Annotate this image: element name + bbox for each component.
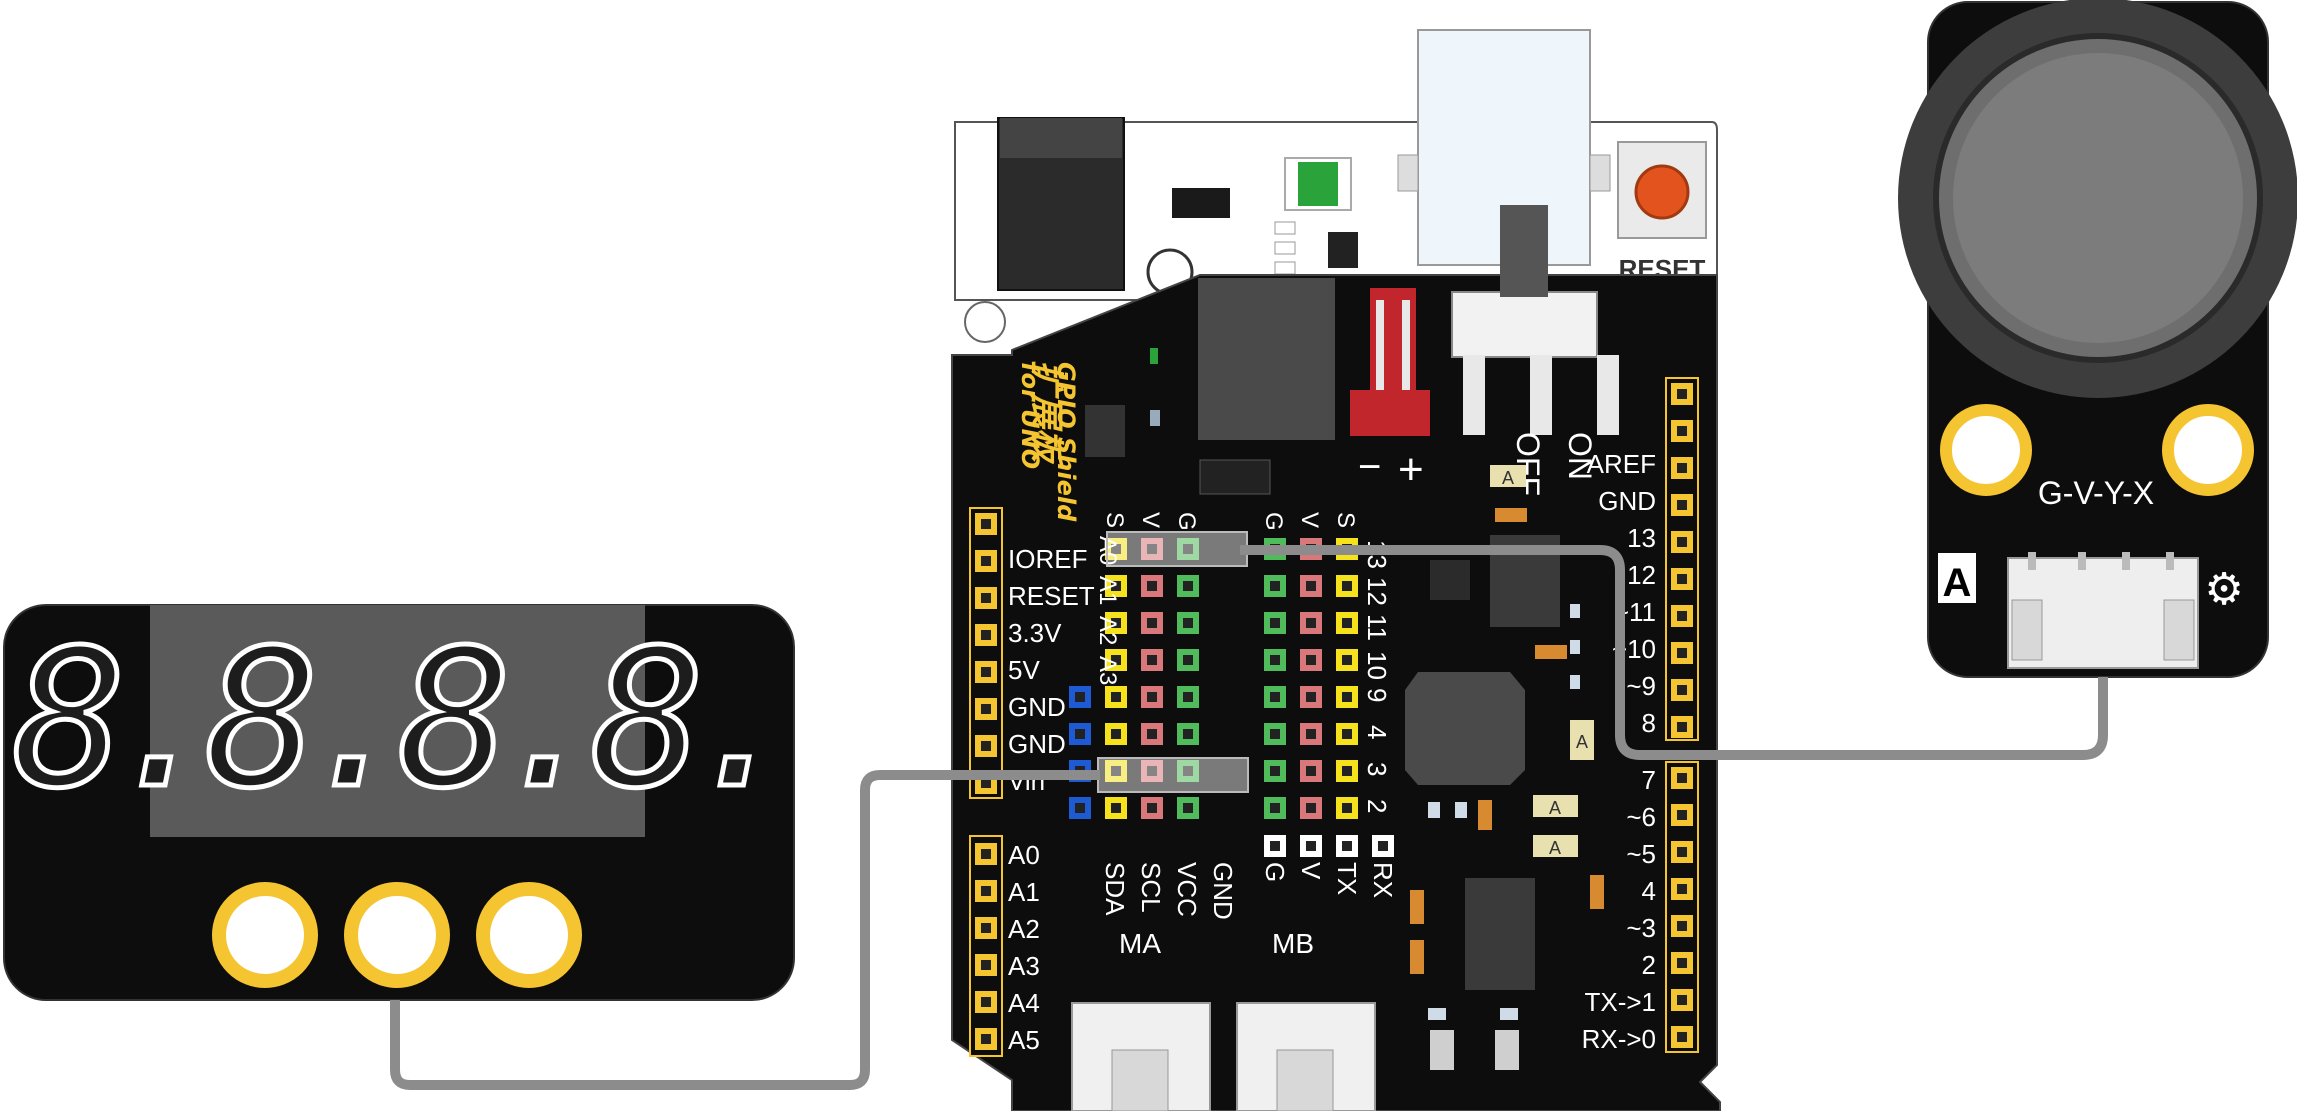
grid-right-label: 2 xyxy=(1362,799,1392,813)
brand-en-1: GPIO Shield xyxy=(1052,362,1080,522)
digital-header-label: RX->0 xyxy=(1582,1024,1656,1054)
digital-header-label: ~6 xyxy=(1626,802,1656,832)
grid-right-label: 11 xyxy=(1362,614,1392,641)
analog-header xyxy=(969,835,1003,1057)
motor-driver-ic xyxy=(1465,878,1535,990)
digital-header-label: ~5 xyxy=(1626,839,1656,869)
joystick-module: G-V-Y-X A ⚙ xyxy=(1898,0,2297,678)
joystick-pin-label: G-V-Y-X xyxy=(2038,475,2154,511)
joystick-hole-left xyxy=(1940,404,2032,496)
grid-top-label: V xyxy=(1296,512,1323,528)
digital-header-label: ~9 xyxy=(1626,671,1656,701)
terminal-minus: − xyxy=(1358,445,1381,489)
grid-bottom-label: VCC xyxy=(1172,862,1202,917)
svg-text:A: A xyxy=(1576,732,1588,752)
grid-left-label: A3 xyxy=(1094,656,1121,685)
wire-display-to-shield xyxy=(390,770,1100,1090)
grid-right-label: 10 xyxy=(1362,651,1392,680)
power-header-label: 5V xyxy=(1008,655,1040,685)
grid-top-label: S xyxy=(1101,512,1128,528)
grid-bottom-label: G xyxy=(1260,862,1290,882)
power-header-label: RESET xyxy=(1008,581,1095,611)
grid-top-label: G xyxy=(1260,512,1287,531)
analog-header-label: A1 xyxy=(1008,877,1040,907)
grid-bottom-label: SDA xyxy=(1100,862,1130,916)
motor-a-label: MA xyxy=(1119,928,1161,959)
mount-hole-1 xyxy=(212,882,318,988)
grid-bottom-label: SCL xyxy=(1136,862,1166,913)
grid-right-label: 12 xyxy=(1362,577,1392,606)
power-header-label: IOREF xyxy=(1008,544,1087,574)
terminal-plus: + xyxy=(1398,445,1424,494)
digital-header-label: ~3 xyxy=(1626,913,1656,943)
digital-header-label: 13 xyxy=(1627,523,1656,553)
digital-header-label: GND xyxy=(1598,486,1656,516)
motor-b-label: MB xyxy=(1272,928,1314,959)
digital-header-label: 12 xyxy=(1627,560,1656,590)
digital-header-label: 4 xyxy=(1642,876,1656,906)
grid-left-label: A2 xyxy=(1094,616,1121,645)
svg-text:A: A xyxy=(1549,838,1561,858)
grid-top-label: V xyxy=(1137,512,1164,528)
analog-header-label: A3 xyxy=(1008,951,1040,981)
grid-top-label: S xyxy=(1332,512,1359,528)
cap xyxy=(1085,405,1125,457)
analog-header-label: A5 xyxy=(1008,1025,1040,1055)
grid-left-label: A1 xyxy=(1094,576,1121,605)
svg-text:A: A xyxy=(1549,798,1561,818)
grid-highlight-top xyxy=(1106,531,1248,567)
brand-en-2: for UNO xyxy=(1016,362,1044,469)
grid-bottom-label: GND xyxy=(1208,862,1238,920)
grid-bottom-label: TX xyxy=(1332,862,1362,895)
grid-right-label: 9 xyxy=(1362,688,1392,702)
analog-header-label: A4 xyxy=(1008,988,1040,1018)
grid-bottom-label: V xyxy=(1296,862,1326,880)
digital-header-label: 7 xyxy=(1642,765,1656,795)
chip-a-1: A xyxy=(1502,468,1514,488)
four-digit-display-module: 8.8.8.8. xyxy=(3,604,804,1001)
gpio-shield: OFF ON − + A A A A xyxy=(951,205,1721,1111)
seven-segment-display xyxy=(150,605,645,837)
gear-icon: ⚙ xyxy=(2204,565,2243,614)
mount-hole-2 xyxy=(344,882,450,988)
power-header-label: GND xyxy=(1008,692,1066,722)
digital-header-label: 2 xyxy=(1642,950,1656,980)
grid-highlight-bottom xyxy=(1097,757,1249,793)
analog-header-label: A2 xyxy=(1008,914,1040,944)
grid-right-label: 4 xyxy=(1362,725,1392,739)
regulator xyxy=(1198,278,1335,440)
brand-cn: 扩展板 xyxy=(1026,360,1066,467)
grid-right-label: 3 xyxy=(1362,762,1392,776)
display-digits: 8.8.8.8. xyxy=(12,609,783,830)
digital-header-label: TX->1 xyxy=(1584,987,1656,1017)
switch-on-label: ON xyxy=(1562,432,1598,480)
wire-joystick-to-shield xyxy=(1240,545,2108,760)
power-header-label: GND xyxy=(1008,729,1066,759)
joystick-hole-right xyxy=(2162,404,2254,496)
arduino-uno-board: RESET xyxy=(954,29,1718,343)
diode xyxy=(1172,188,1230,218)
grid-top-label: G xyxy=(1173,512,1200,531)
power-header-pins xyxy=(975,513,997,794)
grid-bottom-label: RX xyxy=(1368,862,1398,898)
power-switch[interactable] xyxy=(1451,291,1598,358)
gpio-pin-grid xyxy=(1069,538,1394,857)
mount-hole-3 xyxy=(476,882,582,988)
joystick-port-label: A xyxy=(1943,561,1972,605)
power-header-label: 3.3V xyxy=(1008,618,1062,648)
port-badge xyxy=(1938,553,1976,603)
digital-header-label: 8 xyxy=(1642,708,1656,738)
main-ic xyxy=(1405,672,1525,785)
digital-header-label: AREF xyxy=(1587,449,1656,479)
analog-header-label: A0 xyxy=(1008,840,1040,870)
